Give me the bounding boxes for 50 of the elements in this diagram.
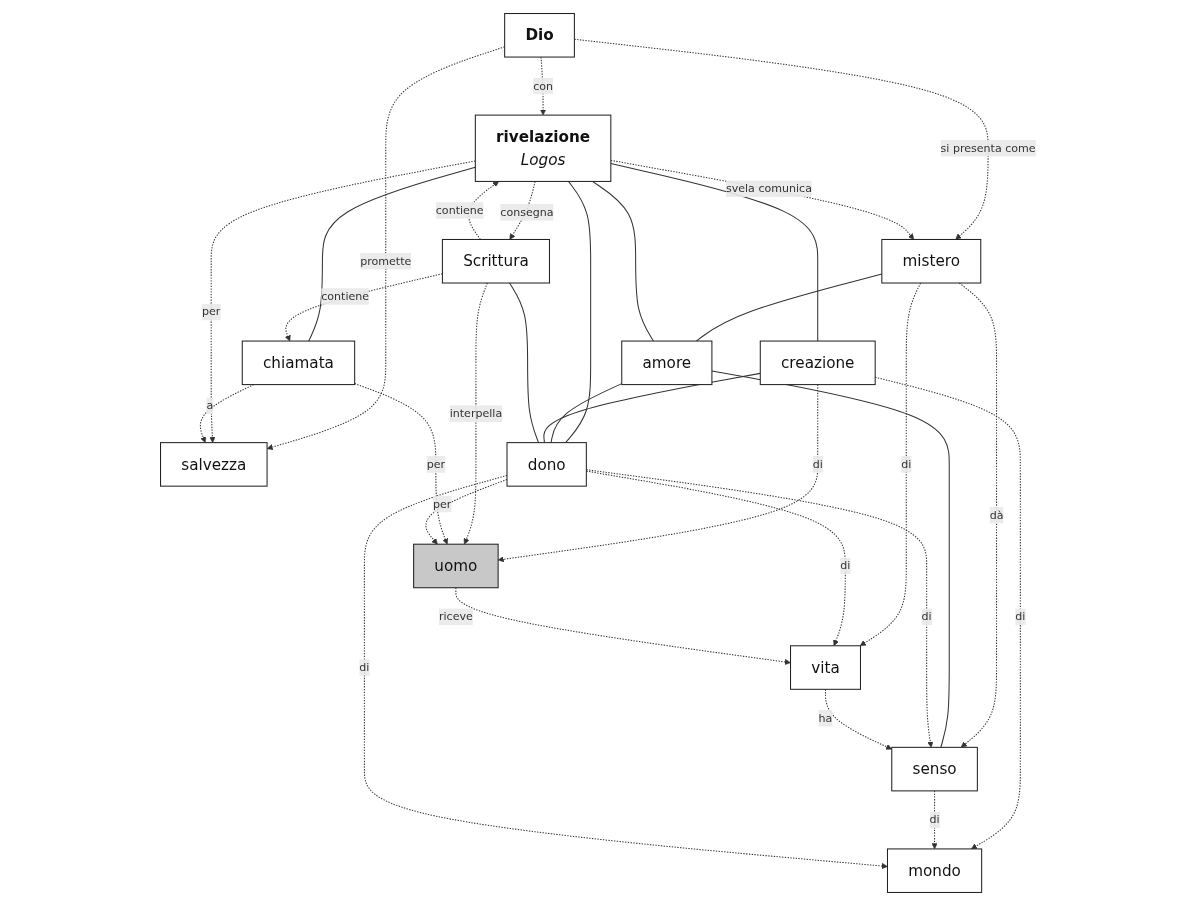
edge-label: a <box>206 399 214 413</box>
edge-label: promette <box>360 254 412 268</box>
edge-label: interpella <box>449 406 503 420</box>
node-box: vita <box>789 645 861 690</box>
edge-label: per <box>432 497 452 511</box>
connector <box>564 180 592 444</box>
node-box: rivelazione Logos <box>474 114 612 182</box>
edge-label: per <box>426 457 445 471</box>
connector <box>610 163 819 342</box>
edge-label: di <box>921 609 932 623</box>
node-box: creazione <box>759 340 876 386</box>
arrow <box>354 383 448 545</box>
node-box: chiamata <box>241 340 356 386</box>
edge-label: di <box>1015 609 1026 623</box>
node-box: uomo <box>413 543 499 589</box>
node-box: salvezza <box>159 442 268 487</box>
edge-label: si presenta come <box>940 141 1036 155</box>
arrow <box>468 181 499 240</box>
arrow <box>209 160 476 443</box>
edge-label: di <box>840 559 851 573</box>
edge-label: per <box>201 305 221 319</box>
arrow <box>610 159 914 240</box>
edge-label: dà <box>989 508 1004 522</box>
connector <box>550 383 623 444</box>
node-box: mistero <box>881 238 982 284</box>
edge-label: di <box>901 457 912 471</box>
node-box: dono <box>506 442 587 487</box>
node-box: amore <box>621 340 713 386</box>
edge-label: di <box>812 457 823 471</box>
connector <box>543 372 761 444</box>
node-box: Dio <box>504 13 575 58</box>
arrow <box>284 273 443 342</box>
edge-label: svela comunica <box>725 181 812 195</box>
edge-label: di <box>359 660 370 674</box>
connector <box>308 166 476 342</box>
edge-label: riceve <box>438 609 473 623</box>
node-box: Scrittura <box>441 238 550 284</box>
connector <box>508 282 539 444</box>
edge-label: contiene <box>321 289 369 303</box>
edge-label: di <box>929 812 940 827</box>
arrow <box>363 474 888 870</box>
edge-label: contiene <box>435 203 484 217</box>
edge-label: ha <box>818 711 833 725</box>
edge-label: con <box>533 79 553 93</box>
connector <box>711 370 950 748</box>
node-box: mondo <box>886 848 983 893</box>
connector <box>591 180 654 342</box>
edge-label: consegna <box>500 205 554 219</box>
node-box: senso <box>891 746 978 792</box>
arrow <box>455 587 791 665</box>
